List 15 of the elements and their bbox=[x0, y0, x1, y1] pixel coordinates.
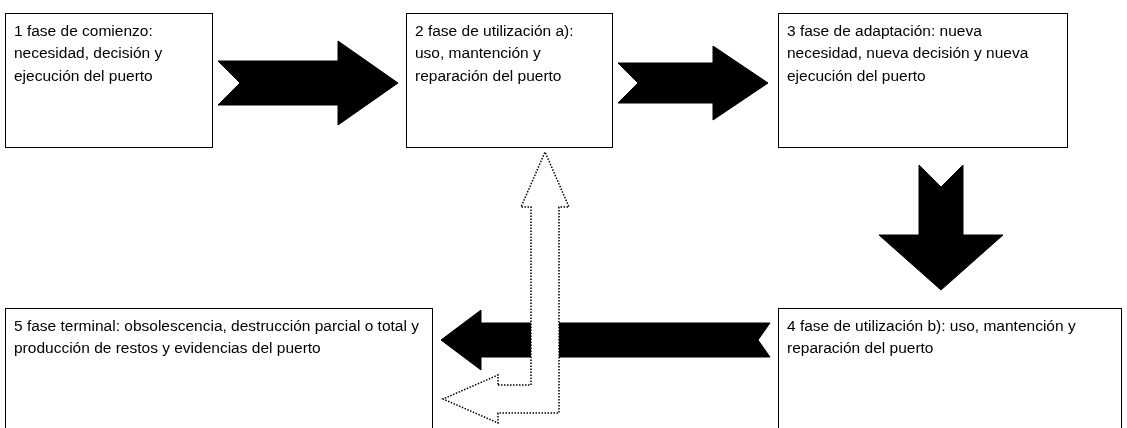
block-arrow bbox=[217, 40, 399, 126]
dotted-block-arrow bbox=[441, 150, 571, 425]
block-arrow bbox=[617, 45, 769, 121]
block-arrow bbox=[878, 164, 1004, 291]
box-text: 1 fase de comienzo: necesidad, decisión y ejecución del puerto bbox=[14, 21, 164, 86]
box-text: 2 fase de utilización a): uso, mantención y reparación del puerto bbox=[415, 21, 575, 86]
box-text: 5 fase terminal: obsolescencia, destrucción parcial o total y producción de restos y evidencias del puerto bbox=[14, 316, 420, 359]
box-text: 4 fase de utilización b): uso, mantención y reparación del puerto bbox=[787, 316, 1077, 359]
process-box bbox=[406, 13, 613, 148]
process-box bbox=[5, 13, 213, 148]
process-box bbox=[778, 308, 1122, 428]
block-arrow bbox=[440, 309, 771, 371]
process-box bbox=[778, 13, 1068, 148]
process-box bbox=[5, 308, 433, 428]
box-text: 3 fase de adaptación: nueva necesidad, nueva decisión y nueva ejecución del puerto bbox=[787, 21, 1030, 86]
